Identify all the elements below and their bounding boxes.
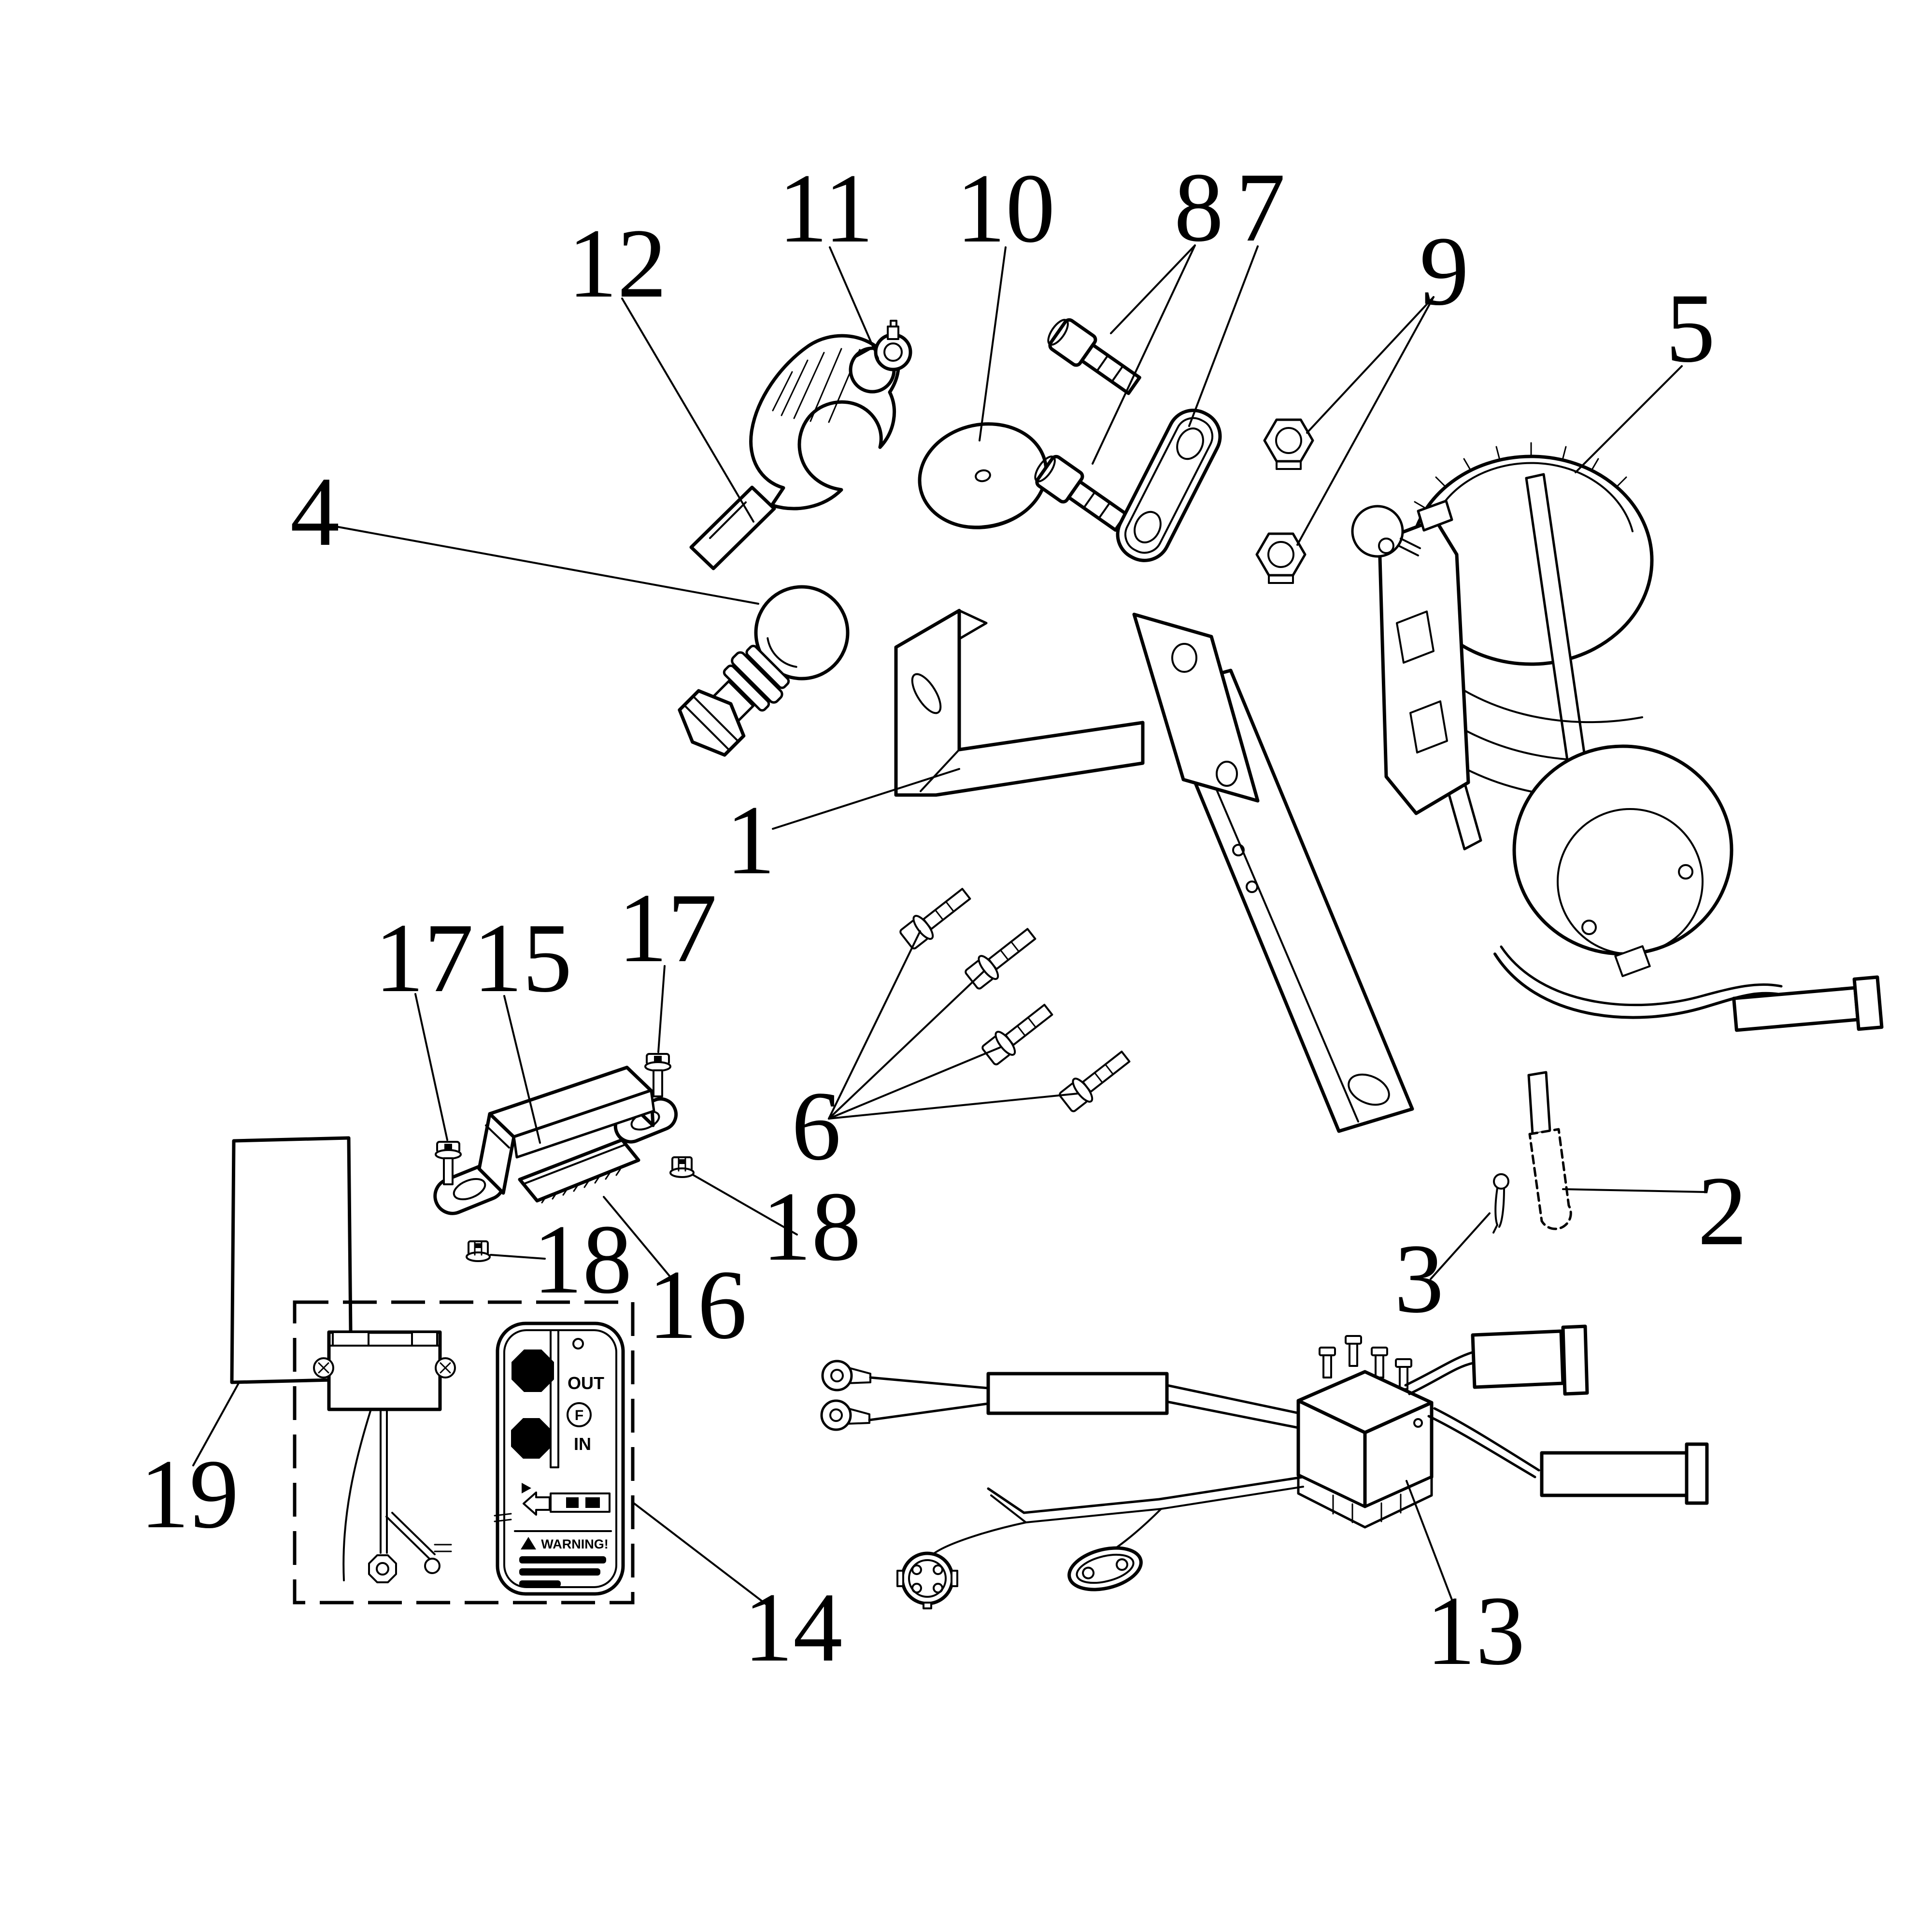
part-6-bolt-4 bbox=[1059, 1051, 1131, 1112]
remote-control: OUT F IN WARNING! bbox=[494, 1321, 625, 1596]
part-label-9: 9 bbox=[1420, 216, 1469, 326]
part-8-bolt-1 bbox=[1047, 318, 1141, 395]
leader-11 bbox=[829, 246, 879, 359]
leader-15 bbox=[503, 995, 541, 1144]
oval-connector bbox=[1067, 1546, 1143, 1591]
leader-10 bbox=[979, 246, 1007, 441]
part-18-nuts bbox=[466, 1156, 695, 1262]
leader-16 bbox=[603, 1196, 676, 1284]
ring-terminal-1 bbox=[821, 1360, 871, 1392]
part-label-18a: 18 bbox=[762, 1172, 861, 1281]
part-4-hitch-ball bbox=[678, 585, 850, 757]
part-label-17b: 17 bbox=[618, 873, 717, 983]
part-16-mount-plate bbox=[518, 1138, 640, 1204]
leader-8a bbox=[1110, 244, 1196, 334]
part-11-hook-latch bbox=[849, 320, 912, 394]
part-9-nut-2 bbox=[1255, 532, 1307, 584]
part-2-support-rod bbox=[1527, 1071, 1572, 1230]
part-3-cotter-pin bbox=[1492, 1173, 1509, 1234]
part-label-2: 2 bbox=[1698, 1156, 1747, 1266]
leader-18b bbox=[490, 1254, 546, 1260]
part-9-nut-1 bbox=[1263, 418, 1314, 470]
part-17-screw-2 bbox=[644, 1053, 671, 1097]
part-15-mount-bracket bbox=[433, 1065, 678, 1215]
part-14-control-kit: OUT F IN WARNING! bbox=[293, 1300, 635, 1605]
part-8-bolts bbox=[1034, 318, 1141, 532]
leader-13 bbox=[1406, 1480, 1453, 1601]
part-7-link-plate bbox=[1116, 409, 1222, 562]
leader-18a bbox=[692, 1174, 798, 1236]
leader-17b bbox=[657, 965, 666, 1053]
leader-lines bbox=[192, 244, 1707, 1610]
part-18-nut-1 bbox=[669, 1156, 695, 1178]
part-6-bolt-3 bbox=[981, 1004, 1053, 1065]
leader-6d bbox=[828, 1093, 1079, 1120]
battery-cable-lug-1 bbox=[1471, 1324, 1589, 1396]
leader-9a bbox=[1306, 296, 1435, 434]
harness-sleeve bbox=[986, 1372, 1169, 1415]
remote-out-label: OUT bbox=[568, 1373, 604, 1393]
leader-14 bbox=[633, 1502, 774, 1610]
part-label-1: 1 bbox=[726, 785, 776, 895]
leader-12 bbox=[621, 298, 754, 523]
leader-6a bbox=[828, 930, 921, 1120]
part-label-5: 5 bbox=[1666, 273, 1716, 383]
remote-function-label: F bbox=[575, 1407, 583, 1423]
battery-cable-lug-2 bbox=[1540, 1442, 1709, 1505]
leader-6b bbox=[828, 970, 985, 1120]
leader-17a bbox=[414, 993, 448, 1141]
part-label-8: 8 bbox=[1174, 153, 1224, 262]
receiver-box bbox=[313, 1330, 456, 1583]
part-label-12: 12 bbox=[568, 209, 667, 318]
part-6-bolt-1 bbox=[899, 888, 971, 950]
part-9-nuts bbox=[1255, 418, 1314, 584]
part-label-6: 6 bbox=[792, 1071, 841, 1181]
part-label-15: 15 bbox=[473, 903, 572, 1013]
part-label-11: 11 bbox=[778, 154, 873, 263]
part-label-16: 16 bbox=[648, 1250, 747, 1360]
leader-8b bbox=[1092, 244, 1196, 465]
leader-3 bbox=[1430, 1212, 1491, 1280]
leader-1 bbox=[772, 768, 960, 830]
leader-7 bbox=[1188, 245, 1259, 427]
leader-9b bbox=[1296, 296, 1435, 546]
leader-6c bbox=[828, 1046, 1002, 1120]
part-label-17a: 17 bbox=[375, 903, 474, 1013]
part-label-14: 14 bbox=[744, 1573, 843, 1682]
part-label-10: 10 bbox=[956, 154, 1055, 263]
leader-4 bbox=[335, 526, 759, 605]
part-17-screw-1 bbox=[435, 1141, 462, 1185]
remote-out-button bbox=[511, 1350, 554, 1392]
part-18-nut-2 bbox=[466, 1240, 491, 1262]
remote-in-label: IN bbox=[574, 1434, 591, 1454]
leader-5 bbox=[1575, 365, 1683, 473]
part-labels: 1 2 3 4 5 6 7 8 9 10 11 12 13 14 15 16 1… bbox=[140, 153, 1747, 1686]
leader-2 bbox=[1562, 1188, 1707, 1193]
part-label-4: 4 bbox=[290, 457, 340, 567]
part-label-3: 3 bbox=[1394, 1224, 1444, 1334]
ring-terminal-2 bbox=[820, 1399, 870, 1431]
part-1-draw-bar-bracket bbox=[894, 609, 1414, 1133]
part-5-winch-assembly bbox=[1351, 442, 1884, 1032]
remote-warning-label: WARNING! bbox=[541, 1537, 608, 1551]
remote-in-button bbox=[511, 1418, 552, 1459]
solenoid-contactor bbox=[1296, 1335, 1434, 1529]
winch-cable-lug bbox=[1732, 975, 1884, 1032]
leader-19 bbox=[192, 1381, 240, 1466]
part-10-cap-disc bbox=[918, 422, 1048, 529]
part-8-bolt-2 bbox=[1034, 455, 1128, 532]
round-connector bbox=[896, 1551, 958, 1609]
part-label-7: 7 bbox=[1236, 153, 1286, 262]
kit-dashed-border bbox=[293, 1300, 635, 1605]
part-label-19: 19 bbox=[140, 1439, 239, 1549]
part-13-wiring-harness bbox=[820, 1324, 1709, 1609]
part-label-18b: 18 bbox=[533, 1205, 632, 1314]
part-17-screws bbox=[435, 1053, 671, 1185]
part-label-13: 13 bbox=[1426, 1576, 1525, 1686]
part-6-bolts bbox=[899, 888, 1131, 1112]
